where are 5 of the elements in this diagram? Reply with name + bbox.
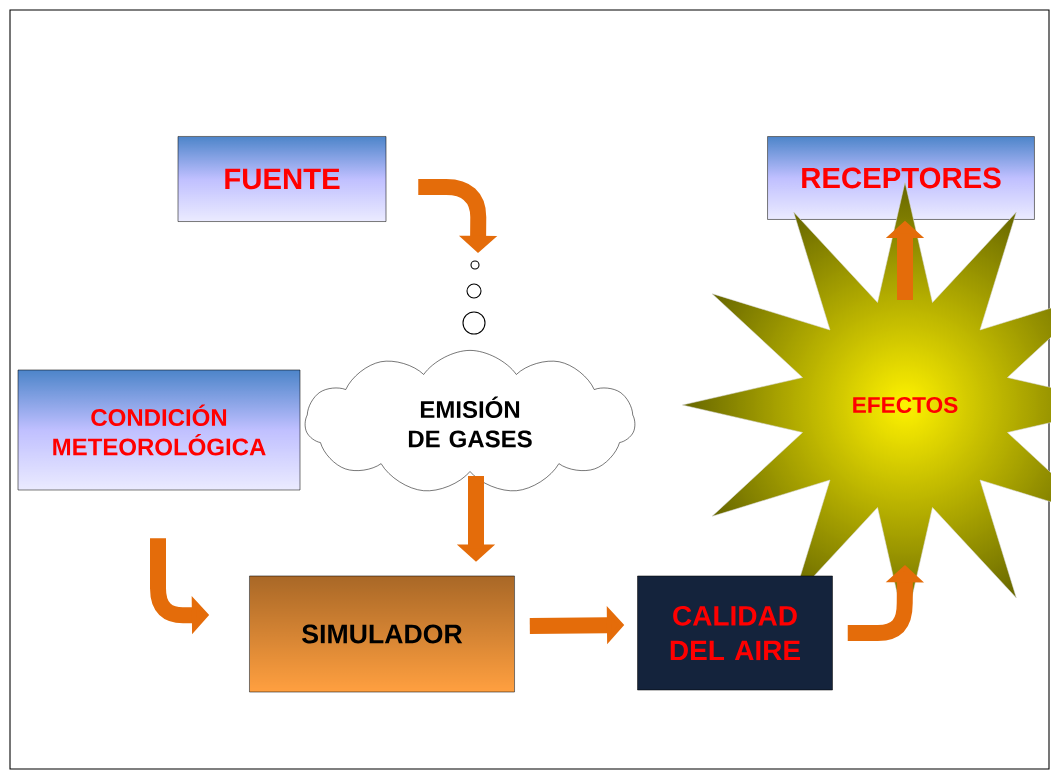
process-box: CONDICIÓN METEOROLÓGICA bbox=[17, 369, 301, 491]
process-box: RECEPTORES bbox=[767, 136, 1035, 220]
process-box: SIMULADOR bbox=[249, 575, 515, 693]
process-box: FUENTE bbox=[177, 136, 387, 222]
process-box: CALIDAD DEL AIRE bbox=[637, 575, 833, 691]
